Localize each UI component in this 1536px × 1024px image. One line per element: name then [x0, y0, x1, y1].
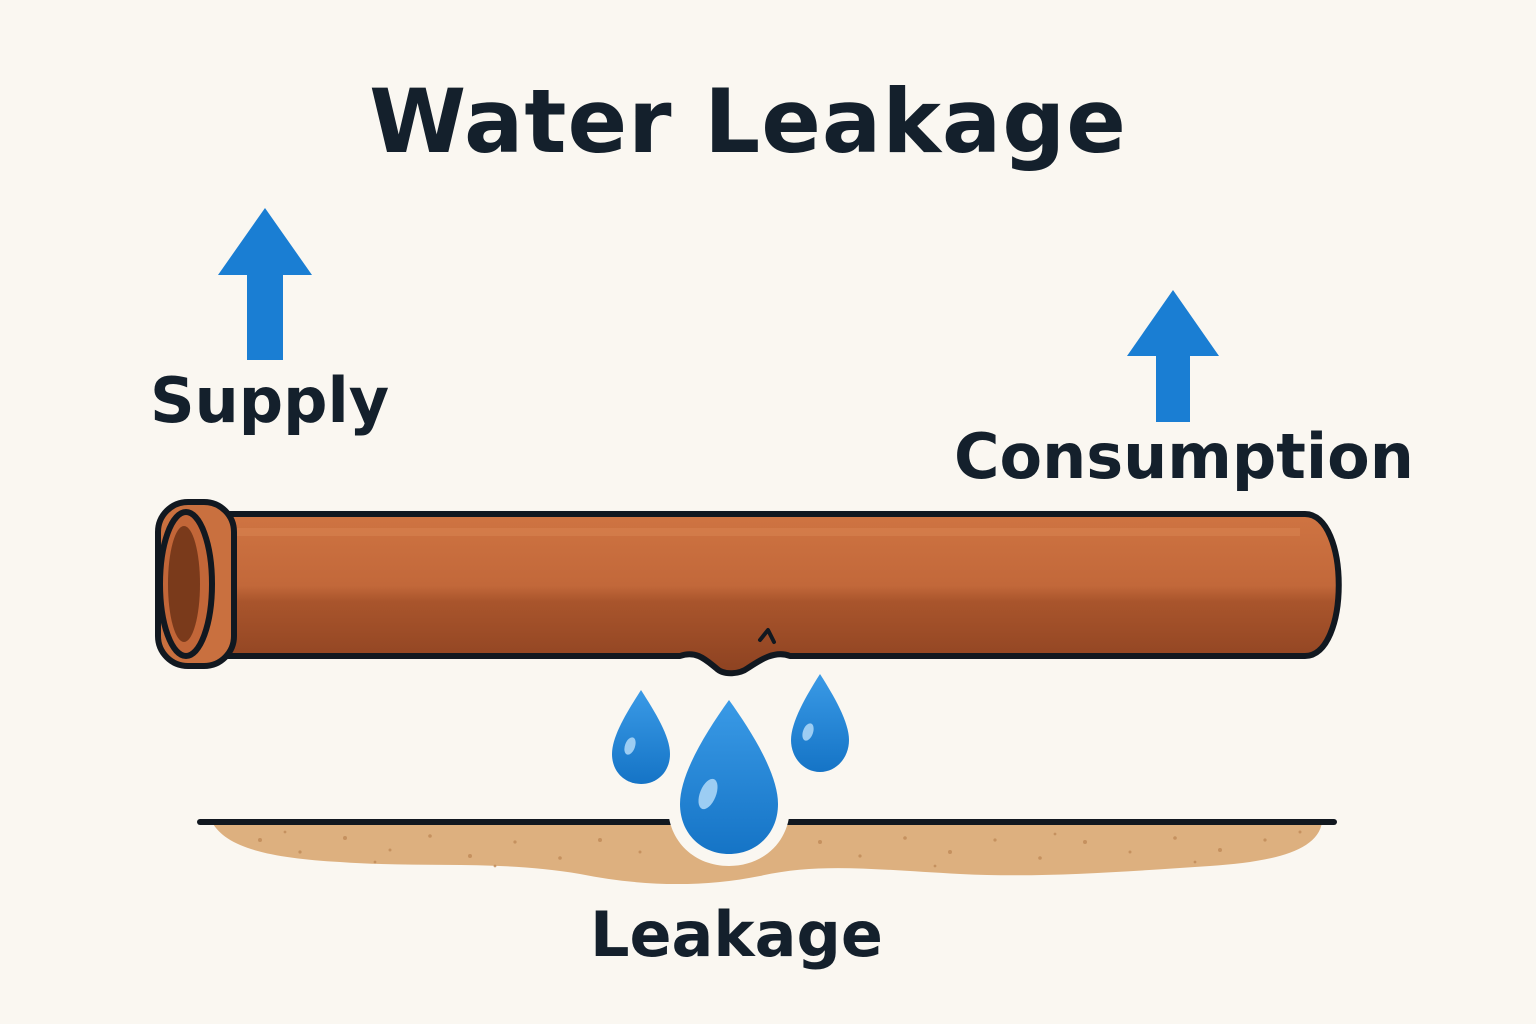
consumption-arrow-icon: [1127, 290, 1219, 422]
supply-label: Supply: [150, 364, 390, 437]
water-drop-icon: [668, 686, 790, 866]
water-drop-icon: [612, 690, 670, 784]
pipe: [155, 499, 1342, 677]
leakage-label: Leakage: [590, 898, 883, 971]
water-drop-icon: [791, 674, 849, 772]
water-drops: [612, 674, 849, 866]
diagram-title: Water Leakage: [369, 70, 1127, 173]
supply-arrow-icon: [218, 208, 312, 360]
consumption-label: Consumption: [954, 420, 1414, 493]
